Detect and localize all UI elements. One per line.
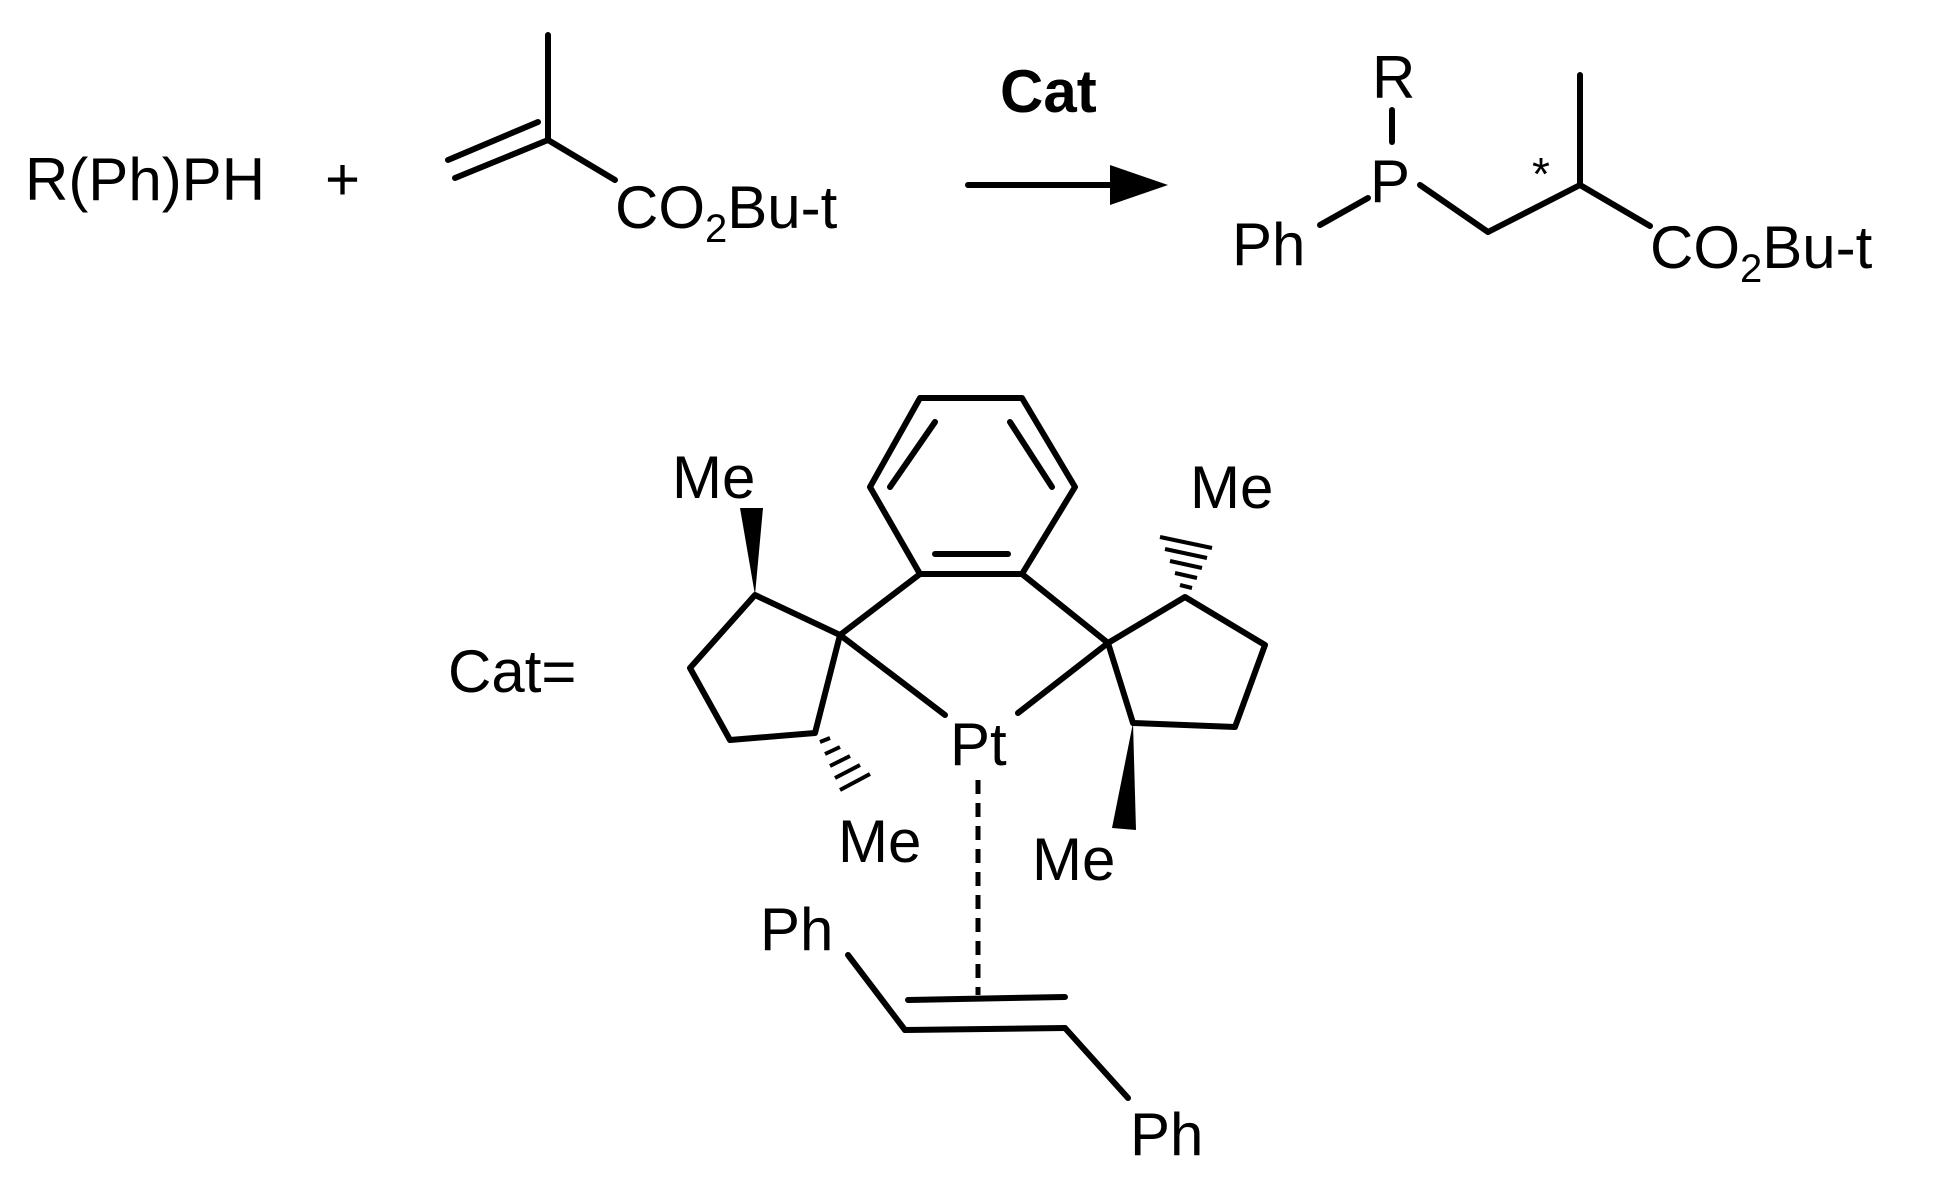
vinyl-double-bond-a [452, 137, 551, 181]
ph-alkene-bond-left [845, 952, 908, 1033]
benzene-right-ring-bond [1019, 571, 1111, 646]
ester-group-label: CO2Bu-t [615, 174, 838, 251]
methacrylate-structure: CO2Bu-t [445, 32, 838, 251]
product-ester-label: CO2Bu-t [1650, 214, 1873, 291]
methyl-label-top-left: Me [672, 444, 755, 511]
p-ph-bond [1317, 195, 1371, 228]
benzene-inner-bond-2 [1007, 419, 1055, 490]
alkene-double-bond-a [902, 1025, 1068, 1033]
benzene-inner-bond-1 [887, 419, 938, 490]
arrow-label-cat: Cat [1000, 58, 1097, 125]
product-phosphorus-label: P [1370, 148, 1410, 215]
product-ester-bond [1577, 182, 1653, 229]
reagent-phosphine: R(Ph)PH [25, 146, 265, 213]
left-ring-pt-bond [837, 632, 948, 718]
left-cyclopentane [687, 592, 843, 743]
left-hashed-methyl-bond [819, 736, 871, 792]
product-phenyl-label: Ph [1232, 211, 1305, 278]
platinum-label: Pt [950, 711, 1007, 778]
benzene-ring [867, 395, 1078, 577]
phenyl-label-alkene-left: Ph [760, 896, 833, 963]
right-wedge-methyl-bond [1112, 723, 1136, 830]
ester-bond [545, 137, 618, 183]
ch2-ch-bond [1485, 182, 1583, 235]
right-ring-pt-bond [1015, 640, 1111, 716]
alkene-double-bond-b [905, 994, 1068, 1003]
plus-sign: + [325, 146, 360, 213]
methyl-label-top-right: Me [1190, 454, 1273, 521]
catalyst-structure: Me Me Me Me Pt [672, 395, 1273, 1168]
right-hashed-methyl-bond [1159, 535, 1213, 590]
ph-alkene-bond-right [1062, 1025, 1131, 1101]
right-cyclopentane [1105, 594, 1268, 730]
methyl-label-bottom-right: Me [1032, 826, 1115, 893]
reaction-arrow-head [1110, 165, 1168, 205]
benzene-left-ring-bond [837, 571, 923, 638]
product-r-label: R [1372, 44, 1415, 111]
product-structure: R P Ph * CO2Bu-t [1232, 44, 1873, 291]
vinyl-double-bond-b [445, 119, 541, 163]
catalyst-label: Cat= [448, 638, 576, 705]
left-wedge-methyl-bond [740, 508, 763, 595]
stereocenter-asterisk: * [1532, 148, 1550, 200]
p-ch2-bond [1417, 182, 1491, 235]
methyl-label-bottom-left: Me [838, 808, 921, 875]
phenyl-label-alkene-right: Ph [1130, 1101, 1203, 1168]
